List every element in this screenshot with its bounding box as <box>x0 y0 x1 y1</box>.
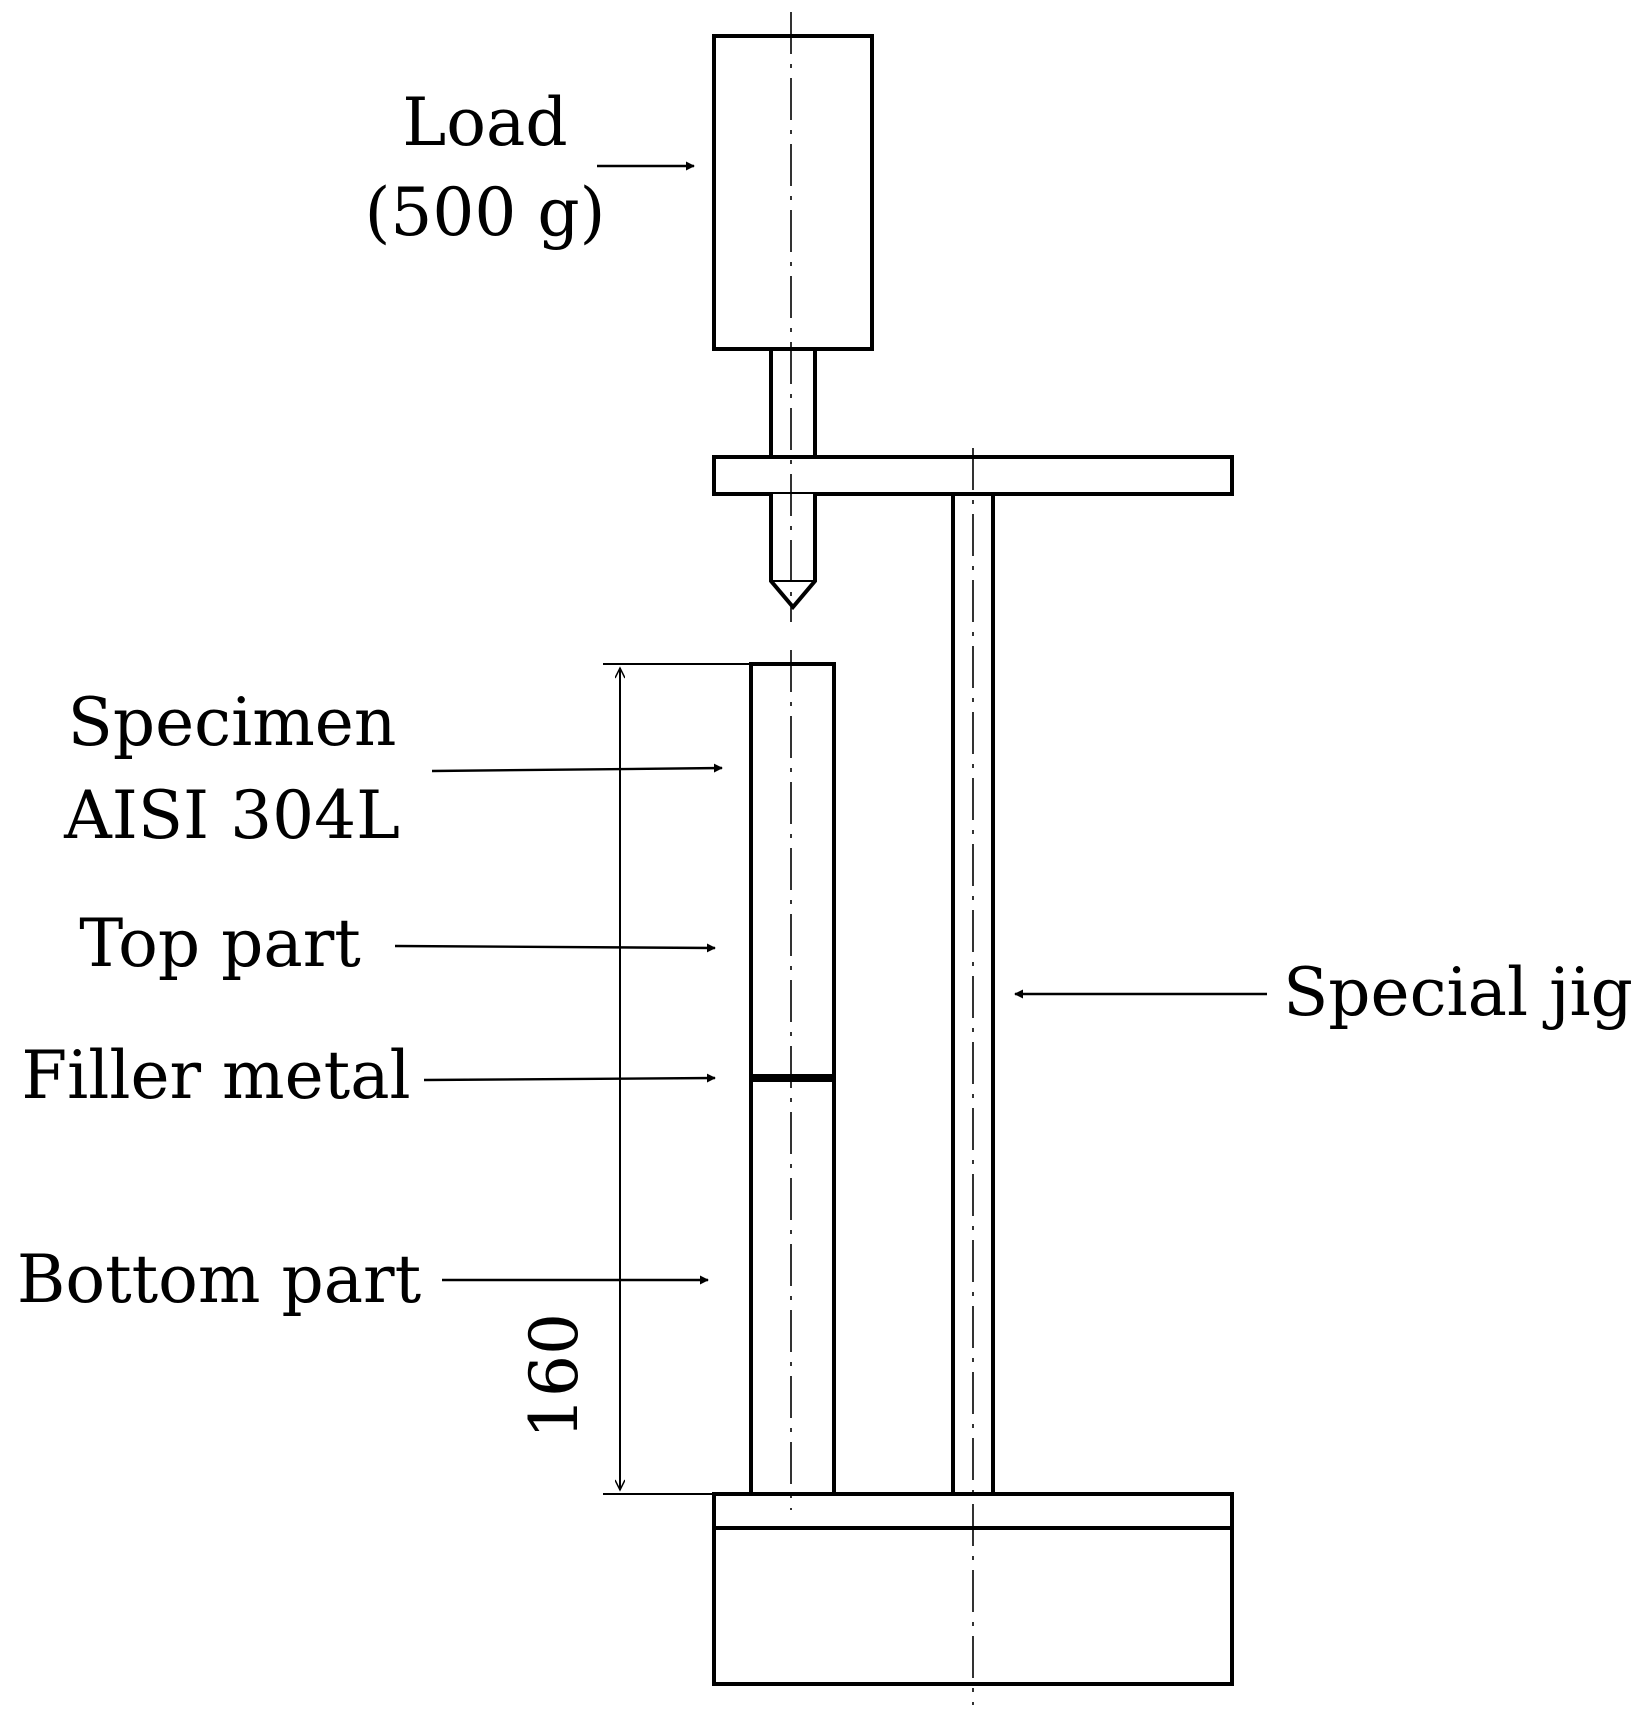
specimen-bottom-part <box>749 1076 836 1496</box>
specimen-label-line2: AISI 304L <box>63 777 400 854</box>
filler-metal-arrow <box>423 1073 716 1083</box>
specimen-label-line1: Specimen <box>68 684 397 761</box>
top-part-label: Top part <box>79 905 361 982</box>
load-label-line1: Load <box>402 84 567 161</box>
load-label-line2: (500 g) <box>365 174 606 251</box>
dimension-label: 160 <box>516 1313 593 1439</box>
leader-arrows <box>394 161 1267 1285</box>
center-lines <box>790 12 974 1705</box>
load-weight <box>712 34 874 351</box>
plunger-tip <box>769 494 817 611</box>
plunger-shaft <box>769 349 817 457</box>
top-part-arrow <box>394 943 716 953</box>
special-jig-label: Special jig <box>1283 954 1633 1031</box>
filler-metal-layer <box>751 1074 834 1082</box>
jig-column <box>951 494 995 1494</box>
labels: Load (500 g) Specimen AISI 304L Top part… <box>17 84 1633 1318</box>
specimen-top-part <box>749 662 836 1080</box>
bottom-part-label: Bottom part <box>17 1241 421 1318</box>
filler-metal-label: Filler metal <box>21 1037 410 1114</box>
specimen-arrow <box>431 763 723 773</box>
dimension-160: 160 <box>516 663 751 1495</box>
